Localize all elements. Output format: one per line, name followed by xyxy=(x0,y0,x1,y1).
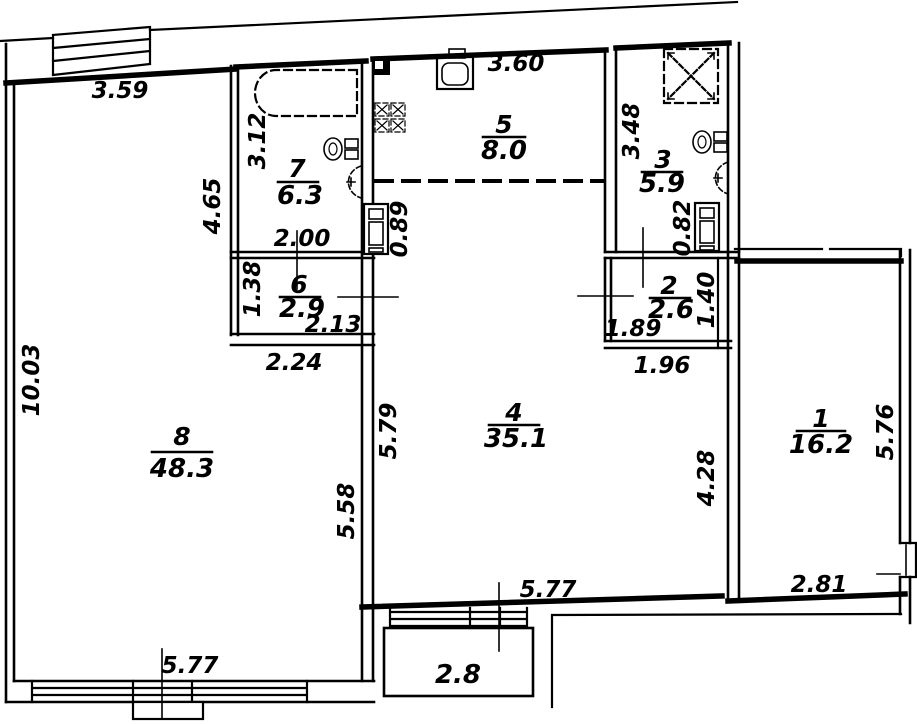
room-label-5: 5 8.0 xyxy=(481,110,527,166)
balcony-outline xyxy=(382,626,535,698)
room-number: 8 xyxy=(173,422,190,451)
wall-room4-room1 xyxy=(726,41,741,603)
washbasin-icon-room7 xyxy=(346,164,363,200)
dim-room7-depth: 3.12 xyxy=(245,113,271,170)
dim-room2-inner: 1.89 xyxy=(605,316,662,342)
room6-bottom-wall xyxy=(229,332,376,347)
room-area: 8.0 xyxy=(481,136,527,166)
dim-room4-width: 5.77 xyxy=(520,577,577,603)
room5-top-wall xyxy=(370,47,609,62)
dimension-leaders xyxy=(161,227,901,719)
dim-room1-depth: 5.76 xyxy=(873,404,899,461)
lower-right-edge xyxy=(550,612,903,709)
dim-room2-depth: 1.40 xyxy=(694,272,720,329)
dim-room2-outer: 1.96 xyxy=(634,353,691,379)
room-label-3: 3 5.9 xyxy=(639,145,685,199)
room-number: 3 xyxy=(654,145,671,174)
dim-room6-depth: 1.38 xyxy=(240,261,266,318)
door-panel-icon-kitchen xyxy=(362,202,390,256)
dimension-labels: 3.59 3.60 2.00 2.13 2.24 1.89 1.96 5.77 … xyxy=(19,51,899,679)
right-wall xyxy=(898,248,912,625)
window-icon-bottom xyxy=(30,679,309,704)
window-icon-right xyxy=(898,541,917,579)
room-label-7: 7 6.3 xyxy=(276,154,323,211)
room-number: 6 xyxy=(290,270,307,299)
room-labels: 8 48.3 7 6.3 6 2.9 5 8.0 4 35.1 3 5.9 xyxy=(149,110,853,690)
window-icon-balcony xyxy=(388,606,529,629)
room-label-4: 4 35.1 xyxy=(484,398,548,454)
wall-room8-room4 xyxy=(360,56,375,683)
room-number: 5 xyxy=(495,110,512,139)
room2-bottom-wall xyxy=(603,339,733,350)
room7-top-wall xyxy=(233,58,369,70)
washbasin-icon-room3 xyxy=(713,160,730,196)
room-area: 6.3 xyxy=(277,181,323,211)
room-number: 4 xyxy=(504,398,522,427)
dim-room5-width: 3.60 xyxy=(488,51,545,77)
room3-top-wall xyxy=(613,40,732,51)
room-area: 16.2 xyxy=(789,430,853,460)
wall-room7-room6 xyxy=(229,250,376,260)
fixtures xyxy=(253,47,730,256)
room4-bottom-wall xyxy=(359,593,725,610)
vent-shaft-icon xyxy=(372,58,390,75)
room-area: 48.3 xyxy=(149,454,214,484)
bathtub-icon xyxy=(253,68,359,118)
dim-room3-depth: 3.48 xyxy=(619,103,645,160)
room1-bottom-wall xyxy=(725,591,908,604)
bottom-ledge xyxy=(131,700,205,721)
dim-room8-width: 5.77 xyxy=(162,653,219,679)
dim-room6-outer: 2.24 xyxy=(266,350,323,376)
corridor-edge xyxy=(733,247,903,258)
dim-kitchen-door: 0.89 xyxy=(387,201,413,258)
room-area: 5.9 xyxy=(639,169,685,199)
dim-room4-right: 4.28 xyxy=(694,450,720,508)
toilet-icon-room3 xyxy=(692,130,728,154)
dim-room1-width: 2.81 xyxy=(791,572,848,598)
toilet-icon-room7 xyxy=(323,137,359,161)
balcony xyxy=(382,606,535,698)
room-area: 2.9 xyxy=(279,294,325,324)
interior-walls xyxy=(229,40,908,683)
wall-room5-room3 xyxy=(603,47,618,254)
room-label-2: 2 2.6 xyxy=(648,271,694,325)
room-number: 2 xyxy=(660,271,677,300)
kitchen-sink-icon xyxy=(435,48,475,91)
dim-room6-width: 2.13 xyxy=(305,312,362,338)
room-number: 1 xyxy=(812,404,829,433)
room2-left-wall xyxy=(603,256,613,343)
left-wall xyxy=(4,42,16,704)
room-label-8: 8 48.3 xyxy=(149,422,214,484)
dim-left-wall: 10.03 xyxy=(19,344,45,417)
room-area: 35.1 xyxy=(484,424,548,454)
room-label-6: 6 2.9 xyxy=(278,270,325,324)
room-area: 2.6 xyxy=(648,295,694,325)
dim-bath-door: 0.82 xyxy=(670,200,696,257)
wall-room8-room7 xyxy=(229,64,240,337)
door-panel-icon-bath xyxy=(693,201,721,253)
dim-wall8-lower: 5.58 xyxy=(334,483,360,540)
dim-top-wall: 3.59 xyxy=(92,78,149,104)
window-icon-top-left xyxy=(51,25,152,77)
bottom-wall xyxy=(4,679,376,704)
room-label-1: 1 16.2 xyxy=(789,404,853,460)
room-number: 7 xyxy=(288,154,306,183)
dim-room4-left: 5.79 xyxy=(376,403,402,460)
room8-top-wall xyxy=(3,66,239,86)
dim-room7-width: 2.00 xyxy=(274,226,331,252)
balcony-area-label: 2.8 xyxy=(435,660,481,690)
dim-wall8-upper: 4.65 xyxy=(200,178,226,236)
shower-icon xyxy=(662,47,720,105)
stove-icon xyxy=(374,102,406,133)
building-top-edge xyxy=(0,0,739,43)
